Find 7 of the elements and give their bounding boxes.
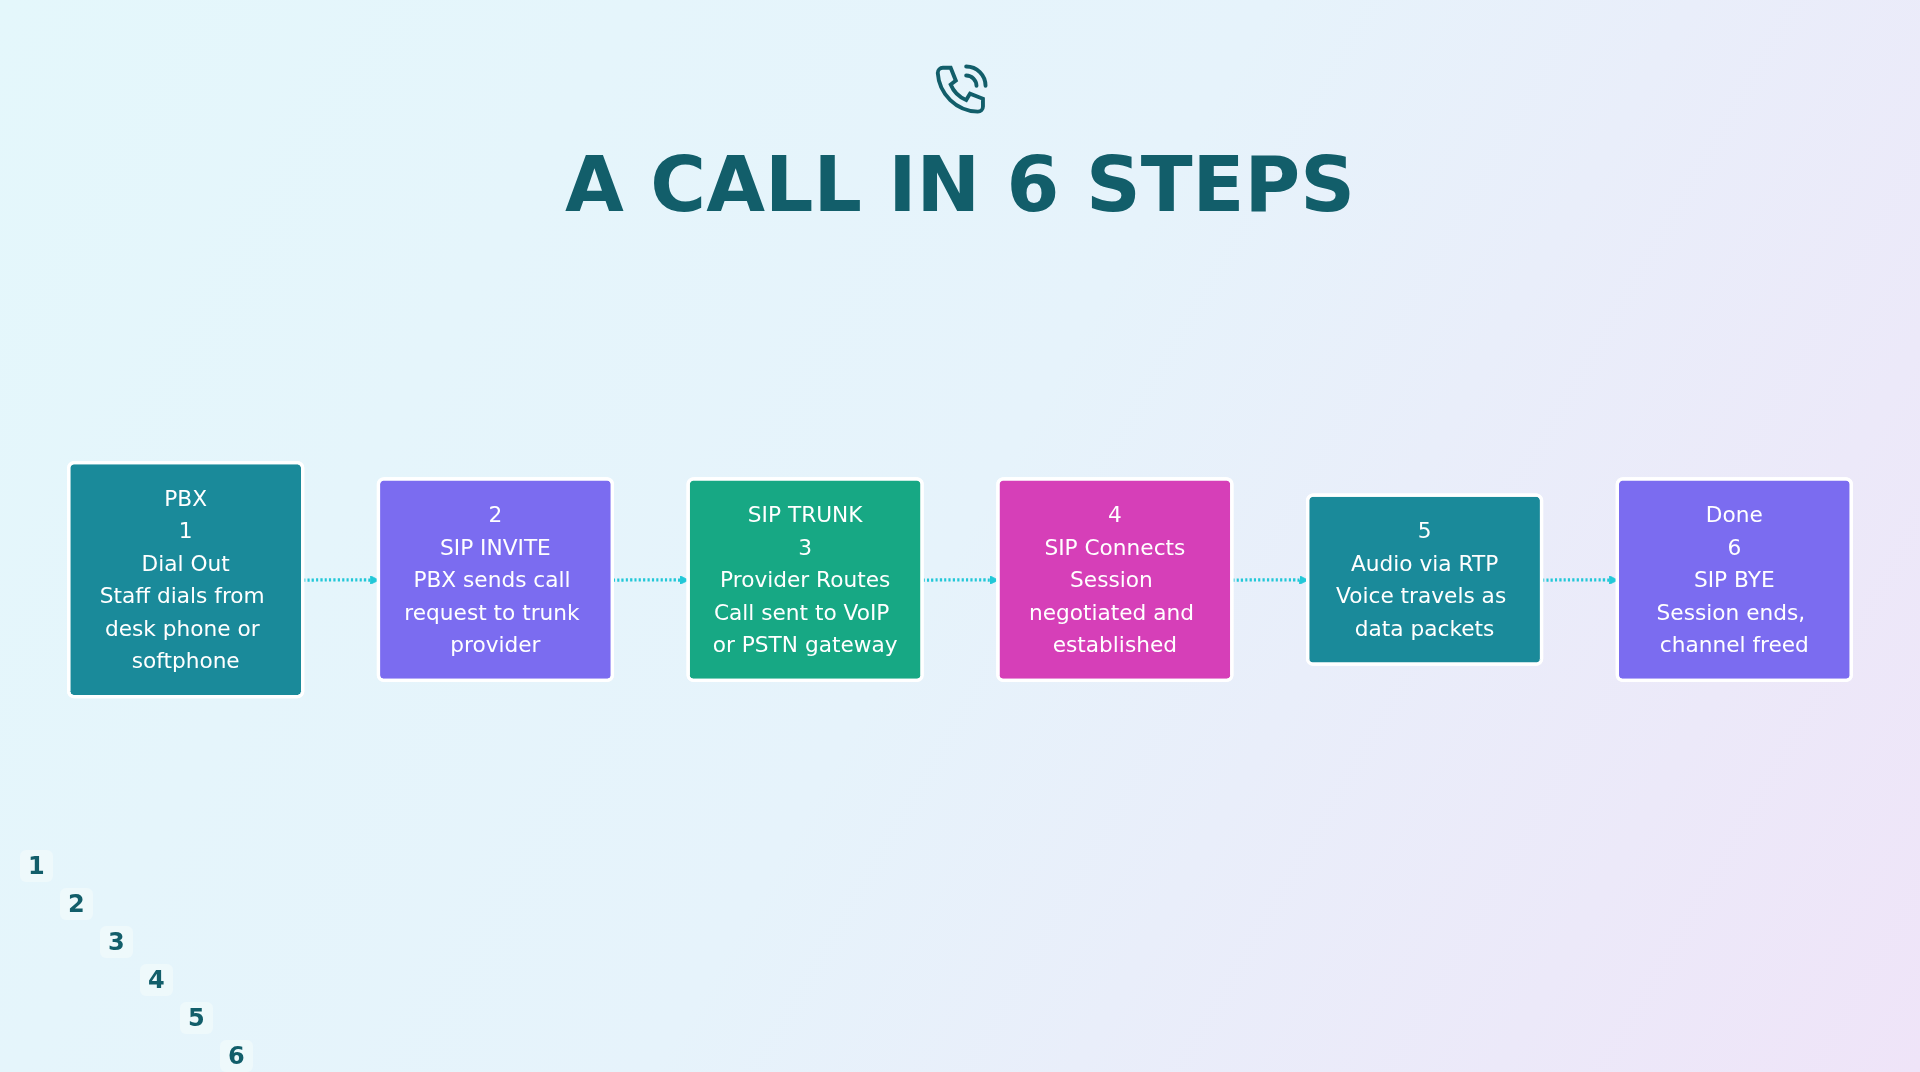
step-number: 4: [140, 964, 173, 996]
step-number: 3: [100, 926, 133, 958]
step-number: 6: [220, 1040, 253, 1072]
step-number: 5: [180, 1002, 213, 1034]
step-number: 1: [20, 850, 53, 882]
step-number: 2: [60, 888, 93, 920]
title: A CALL IN 6 STEPS: [564, 140, 1356, 229]
